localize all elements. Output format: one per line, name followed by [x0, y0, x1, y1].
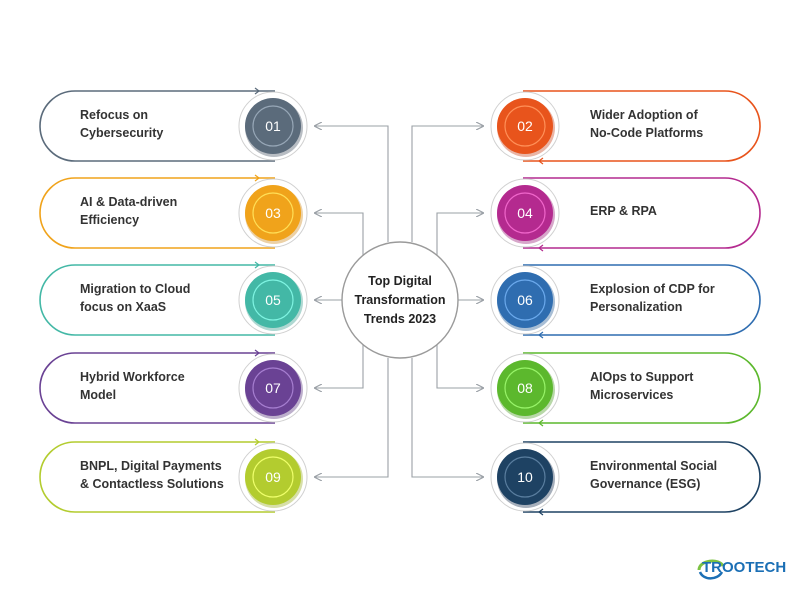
trend-label-05: Migration to Cloud focus on XaaS	[80, 282, 191, 314]
trend-card-08	[490, 352, 761, 427]
arrow-icon	[538, 244, 544, 252]
arrow-icon	[254, 87, 260, 95]
trend-label-06: Explosion of CDP for Personalization	[590, 282, 715, 314]
trend-number-07: 07	[265, 380, 281, 396]
trend-number-06: 06	[517, 292, 533, 308]
trend-card-02	[490, 90, 761, 165]
trend-card-09	[39, 438, 308, 513]
badge-inner-ring	[252, 279, 294, 321]
trend-label-08: AIOps to Support Microservices	[590, 370, 694, 402]
arrow-icon	[254, 261, 260, 269]
arrow-icon	[254, 349, 260, 357]
card-outline	[39, 441, 275, 513]
logo-swoosh-icon	[697, 559, 725, 580]
card-outline	[39, 264, 275, 336]
center-title: Top Digital Transformation Trends 2023	[354, 274, 446, 326]
trend-number-08: 08	[517, 380, 533, 396]
badge-inner-ring	[252, 456, 294, 498]
arrow-icon	[538, 157, 544, 165]
badge-inner-ring	[252, 367, 294, 409]
card-outline	[523, 352, 761, 424]
connector-07	[315, 345, 364, 388]
connector-10	[411, 358, 483, 477]
connector-09	[315, 358, 389, 477]
arrow-icon	[538, 419, 544, 427]
badge-inner-ring	[504, 279, 546, 321]
logo-text: TROOTECH	[702, 559, 787, 576]
badge-inner-ring	[252, 105, 294, 147]
trend-card-05	[39, 261, 308, 336]
connector-lines	[315, 126, 483, 477]
card-outline	[523, 264, 761, 336]
trend-label-03: AI & Data-driven Efficiency	[80, 195, 178, 227]
card-outline	[39, 177, 275, 249]
connector-08	[436, 345, 483, 388]
card-outline	[523, 90, 761, 162]
connector-02	[411, 126, 483, 242]
trend-number-09: 09	[265, 469, 281, 485]
center-node	[341, 241, 459, 359]
trend-label-09: BNPL, Digital Payments & Contactless Sol…	[80, 459, 224, 491]
trootech-logo: TROOTECH	[697, 556, 787, 582]
arrow-icon	[254, 438, 260, 446]
connector-01	[315, 126, 389, 242]
card-outline	[39, 90, 275, 162]
trend-number-10: 10	[517, 469, 533, 485]
trend-number-01: 01	[265, 118, 281, 134]
badge-inner-ring	[504, 105, 546, 147]
arrow-icon	[538, 331, 544, 339]
badge-inner-ring	[504, 456, 546, 498]
trend-label-02: Wider Adoption of No-Code Platforms	[590, 108, 704, 140]
trend-card-07	[39, 349, 308, 424]
trend-number-02: 02	[517, 118, 533, 134]
trend-card-04	[490, 177, 761, 252]
trend-card-10	[490, 441, 761, 516]
trend-cards	[39, 87, 761, 516]
trend-label-01: Refocus on Cybersecurity	[80, 108, 164, 140]
trend-card-01	[39, 87, 308, 162]
connector-04	[436, 213, 483, 255]
card-outline	[39, 352, 275, 424]
arrow-icon	[254, 174, 260, 182]
badge-inner-ring	[252, 192, 294, 234]
trend-label-10: Environmental Social Governance (ESG)	[590, 459, 718, 491]
connector-03	[315, 213, 364, 255]
trend-label-07: Hybrid Workforce Model	[80, 370, 185, 402]
trend-label-04: ERP & RPA	[590, 204, 657, 218]
trend-card-06	[490, 264, 761, 339]
card-outline	[523, 441, 761, 513]
trend-number-04: 04	[517, 205, 533, 221]
trend-number-03: 03	[265, 205, 281, 221]
trend-number-05: 05	[265, 292, 281, 308]
trend-card-03	[39, 174, 308, 249]
badge-inner-ring	[504, 192, 546, 234]
badge-inner-ring	[504, 367, 546, 409]
card-outline	[523, 177, 761, 249]
arrow-icon	[538, 508, 544, 516]
